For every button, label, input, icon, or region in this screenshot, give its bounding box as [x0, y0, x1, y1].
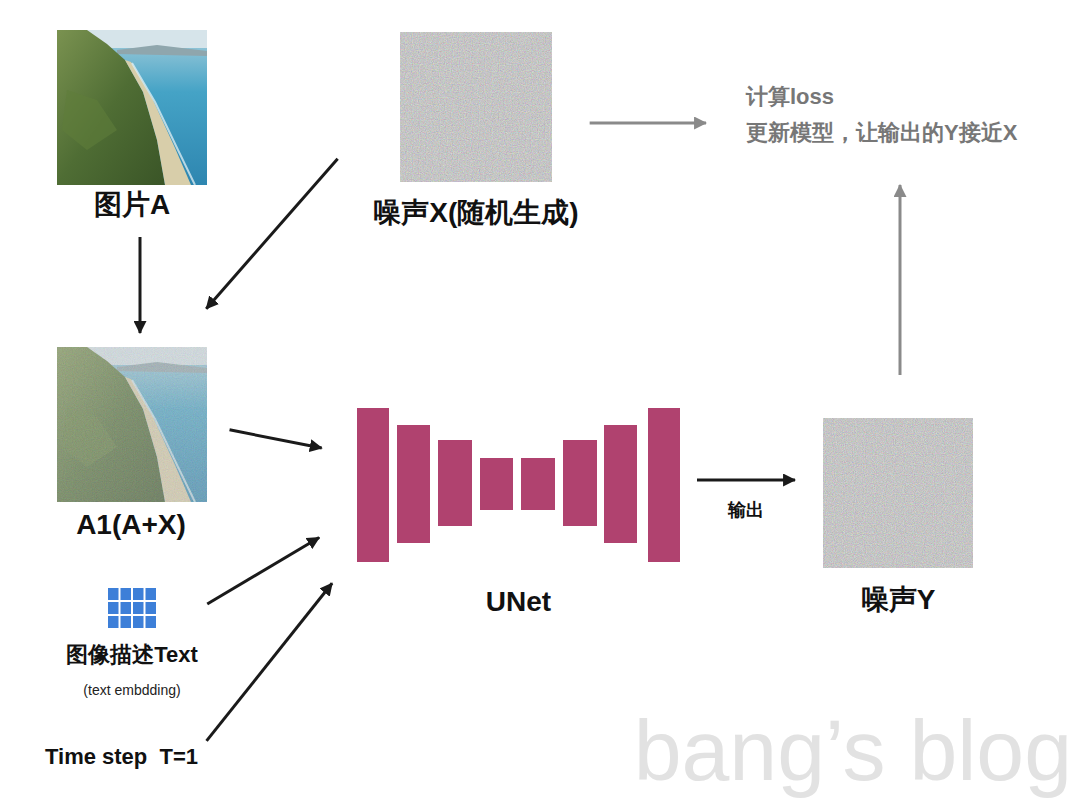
unet-block: UNet — [357, 408, 680, 619]
edge-label: 输出 — [725, 498, 767, 522]
node-label: Time step T=1 — [45, 744, 198, 770]
timestep-node: Time step T=1 — [39, 744, 204, 770]
flow-arrow — [139, 237, 142, 333]
noise-node: 噪声Y — [823, 418, 973, 617]
flow-arrow — [590, 122, 706, 125]
text-embedding-node: 图像描述Text (text embdding) — [60, 586, 204, 699]
loss-note: 计算loss 更新模型，让输出的Y接近X — [740, 84, 1023, 146]
flow-arrow — [899, 185, 902, 375]
photo-a — [57, 30, 207, 185]
node-label: 噪声X(随机生成) — [373, 196, 578, 230]
flow-arrow — [230, 430, 322, 448]
node-label: 图像描述Text — [66, 642, 198, 668]
node-label: 噪声Y — [829, 583, 967, 617]
unet-bars — [357, 408, 680, 562]
image-node: A1(A+X) — [57, 350, 205, 542]
node-label: 计算loss — [746, 84, 1017, 110]
flow-arrow — [697, 479, 795, 482]
node-sublabel: 更新模型，让输出的Y接近X — [746, 120, 1017, 146]
node-label: 图片A — [63, 188, 201, 222]
flow-arrow — [207, 537, 319, 603]
watermark: bang’s blog — [634, 701, 1072, 800]
node-sublabel: (text embdding) — [66, 681, 198, 699]
noise-overlay — [57, 347, 207, 502]
flow-arrow — [207, 583, 333, 741]
noise-y-image — [823, 418, 973, 568]
node-label: A1(A+X) — [63, 508, 199, 542]
flow-arrow — [206, 159, 337, 309]
noise-x-image — [400, 32, 552, 182]
noise-node: 噪声X(随机生成) — [367, 32, 584, 230]
node-label: UNet — [363, 585, 674, 619]
image-node: 图片A — [57, 30, 207, 222]
embedding-grid-icon — [108, 588, 156, 628]
photo-a1 — [57, 347, 207, 502]
